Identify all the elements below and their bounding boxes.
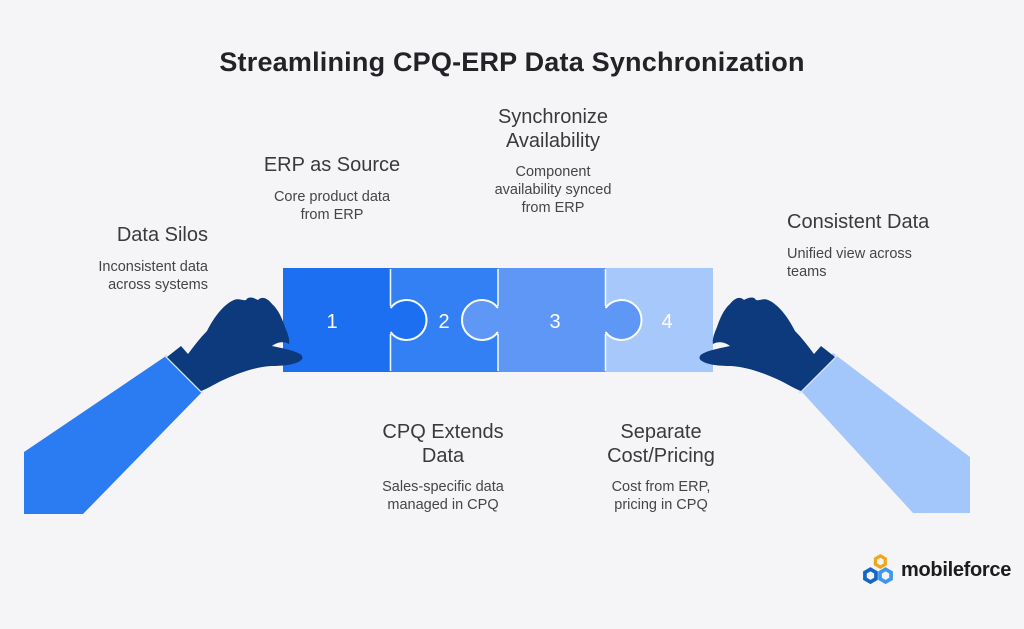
- puzzle-tab-1-2: [390, 300, 427, 340]
- puzzle-piece-number-1: 1: [326, 311, 337, 333]
- callout-cpq-extends-data: CPQ Extends Data Sales-specific data man…: [348, 421, 538, 514]
- callout-erp-as-source: ERP as Source Core product data from ERP: [237, 154, 427, 224]
- callout-heading: Separate Cost/Pricing: [607, 421, 715, 467]
- puzzle-piece-number-3: 3: [549, 311, 560, 333]
- puzzle-piece-number-4: 4: [661, 311, 672, 333]
- puzzle-piece-number-2: 2: [438, 311, 449, 333]
- logo: mobileforce: [861, 553, 1011, 587]
- callout-heading: Data Silos: [116, 224, 208, 246]
- callout-body: Cost from ERP, pricing in CPQ: [611, 479, 711, 514]
- callout-body: Core product data from ERP: [273, 188, 391, 223]
- callout-separate-cost-pricing: Separate Cost/Pricing Cost from ERP, pri…: [566, 421, 756, 514]
- logo-text: mobileforce: [901, 558, 1012, 581]
- puzzle-tab-3-4-outline: [604, 299, 643, 341]
- logo-hex-gold: [873, 553, 887, 570]
- puzzle-tab-3-2: [462, 300, 498, 340]
- puzzle-tab-3-4: [605, 300, 642, 340]
- mobileforce-logo-icon: [863, 553, 893, 585]
- right-hand: [699, 297, 835, 391]
- logo-hex-darkblue: [863, 567, 878, 585]
- left-sleeve: [24, 356, 202, 514]
- callout-body: Unified view across teams: [787, 245, 912, 280]
- callout-heading: Consistent Data: [787, 211, 930, 233]
- puzzle-piece-3: [498, 268, 606, 372]
- puzzle-joint-lines: [389, 269, 607, 371]
- callout-body: Sales-specific data managed in CPQ: [382, 479, 504, 514]
- puzzle-tab-3-2-outline: [461, 299, 499, 341]
- callout-synchronize-availability: Synchronize Availability Component avail…: [458, 106, 648, 218]
- callout-consistent-data: Consistent Data Unified view across team…: [787, 211, 987, 281]
- callout-body: Component availability synced from ERP: [494, 164, 612, 217]
- left-hand: [167, 297, 303, 391]
- callout-body: Inconsistent data across systems: [98, 258, 208, 293]
- page-title: Streamlining CPQ-ERP Data Synchronizatio…: [219, 47, 805, 77]
- callout-heading: ERP as Source: [263, 154, 401, 176]
- puzzle-piece-1: [283, 268, 391, 372]
- right-sleeve: [801, 353, 970, 513]
- callout-heading: CPQ Extends Data: [382, 421, 504, 467]
- logo-hex-lightblue: [878, 567, 893, 585]
- puzzle-tab-1-2-outline: [389, 299, 428, 341]
- callout-data-silos: Data Silos Inconsistent data across syst…: [18, 224, 208, 294]
- callout-heading: Synchronize Availability: [497, 106, 609, 152]
